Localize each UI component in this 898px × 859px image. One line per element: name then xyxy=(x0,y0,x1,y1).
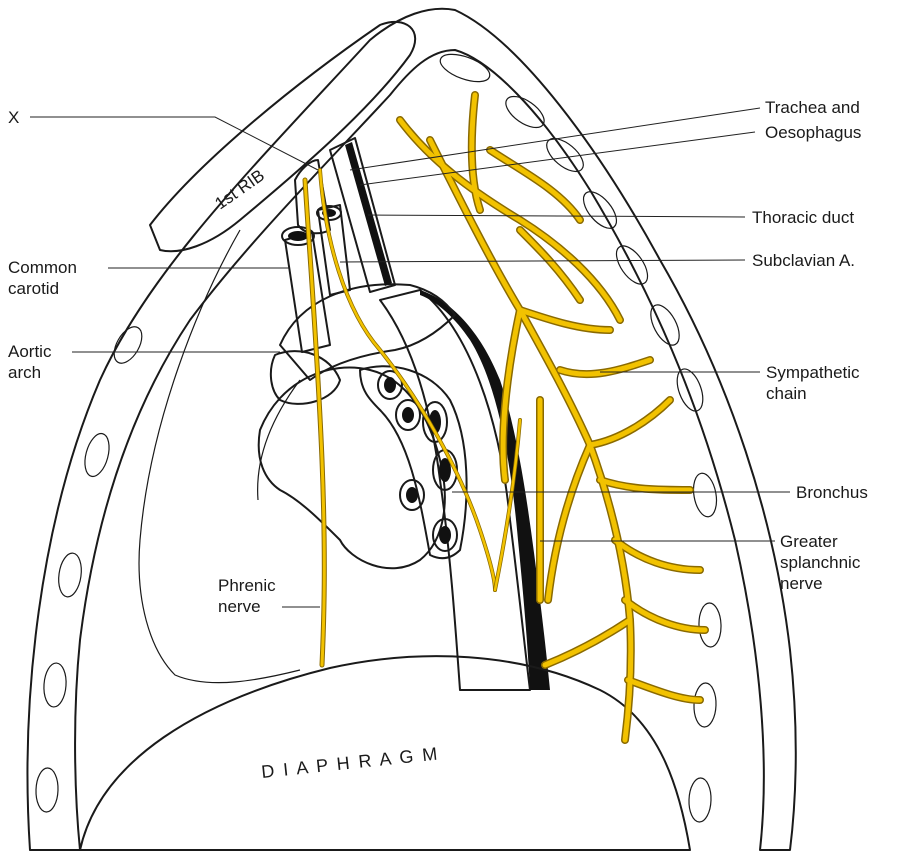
label-x: X xyxy=(8,108,19,127)
azygos-vein xyxy=(420,290,550,690)
label-bronchus: Bronchus xyxy=(796,483,868,502)
descending-aorta xyxy=(380,290,530,690)
label-thoracic-duct: Thoracic duct xyxy=(752,208,854,227)
vagus-nerve xyxy=(320,170,495,590)
label-trachea-line1: Trachea and xyxy=(765,98,860,117)
label-sympathetic-line2: chain xyxy=(766,384,807,403)
label-subclavian: Subclavian A. xyxy=(752,251,855,270)
label-trachea-line2: Oesophagus xyxy=(765,123,861,142)
label-phrenic-line2: nerve xyxy=(218,597,261,616)
label-phrenic-line1: Phrenic xyxy=(218,576,276,595)
heart xyxy=(259,351,445,568)
label-greater-splanchnic-line2: splanchnic xyxy=(780,553,861,572)
label-first-rib: 1st RIB xyxy=(211,166,268,214)
label-common-carotid-line2: carotid xyxy=(8,279,59,298)
label-aortic-arch-line1: Aortic xyxy=(8,342,52,361)
label-sympathetic-line1: Sympathetic xyxy=(766,363,860,382)
label-greater-splanchnic-line1: Greater xyxy=(780,532,838,551)
label-aortic-arch-line2: arch xyxy=(8,363,41,382)
label-common-carotid-line1: Common xyxy=(8,258,77,277)
label-greater-splanchnic-line3: nerve xyxy=(780,574,823,593)
label-diaphragm: D I A P H R A G M xyxy=(260,743,440,782)
first-rib xyxy=(150,22,415,251)
